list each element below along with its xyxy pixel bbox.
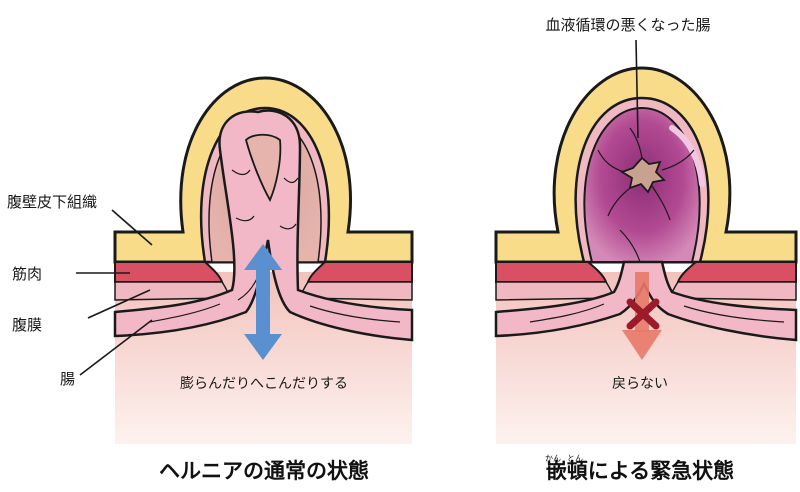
label-peritoneum: 腹膜 [12, 316, 42, 334]
left-panel: 腹壁皮下組織 筋肉 腹膜 腸 膨らんだりへこんだりする ヘルニアの通常の状態 [7, 78, 412, 483]
left-arrow-caption: 膨らんだりへこんだりする [180, 375, 348, 392]
left-muscle-layer-right [308, 262, 412, 282]
right-muscle-layer [496, 262, 606, 282]
right-panel: 血液循環の悪くなった腸 戻らない かん とん 嵌頓による緊急状態 [496, 16, 796, 483]
right-arrow-caption: 戻らない [612, 376, 668, 392]
right-title: 嵌頓による緊急状態 [546, 459, 734, 483]
right-top-label: 血液循環の悪くなった腸 [545, 16, 710, 34]
left-title: ヘルニアの通常の状態 [159, 459, 369, 483]
label-subcutaneous: 腹壁皮下組織 [7, 193, 97, 211]
left-muscle-layer [115, 262, 222, 282]
label-intestine: 腸 [60, 370, 75, 388]
right-muscle-layer-right [678, 262, 796, 282]
label-muscle: 筋肉 [12, 265, 42, 283]
